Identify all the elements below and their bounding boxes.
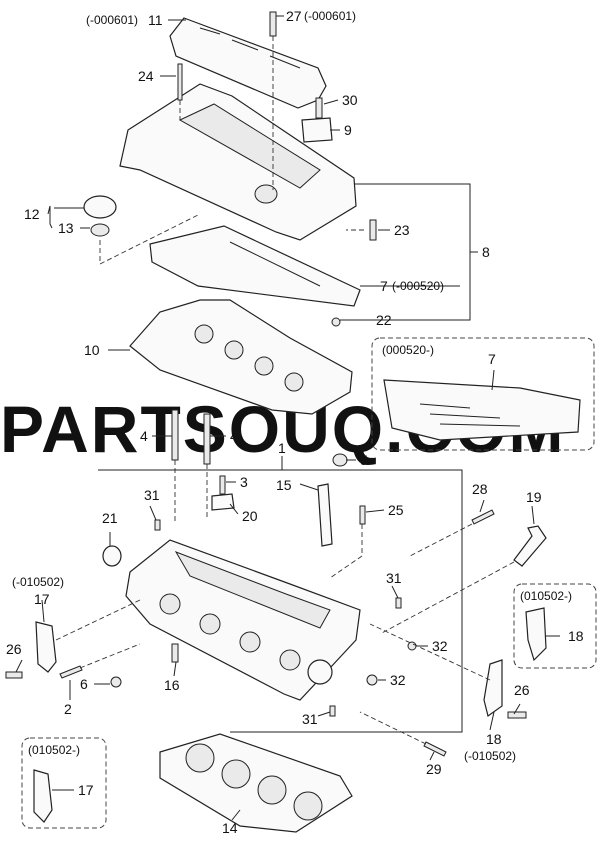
label-17-new: 17 bbox=[78, 782, 94, 798]
label-32-bottom: 32 bbox=[390, 672, 406, 688]
label-26-left: 26 bbox=[6, 641, 22, 657]
head-gasket bbox=[159, 733, 353, 833]
label-5: 5 bbox=[360, 452, 368, 468]
label-20: 20 bbox=[242, 508, 258, 524]
bolt-31-top bbox=[154, 519, 161, 531]
bolt-16 bbox=[171, 643, 179, 663]
note-11: (-000601) bbox=[86, 13, 138, 27]
camshaft-area bbox=[174, 551, 331, 629]
note-box-18: (010502-) bbox=[520, 589, 572, 603]
bolt-25 bbox=[359, 505, 366, 525]
label-29: 29 bbox=[426, 761, 442, 777]
label-13: 13 bbox=[58, 220, 74, 236]
bolt-3 bbox=[219, 475, 226, 495]
seal-5 bbox=[332, 453, 348, 467]
label-19: 19 bbox=[526, 489, 542, 505]
label-31-right: 31 bbox=[386, 570, 402, 586]
label-11: 11 bbox=[148, 12, 163, 28]
label-28: 28 bbox=[472, 481, 488, 497]
variant-box-18 bbox=[513, 583, 597, 669]
bolt-27 bbox=[269, 11, 277, 37]
label-17: 17 bbox=[34, 591, 50, 607]
label-27: 27 bbox=[286, 8, 302, 24]
bracket-18-new bbox=[525, 607, 547, 662]
oil-filler-cap bbox=[83, 195, 117, 219]
label-31-bottom: 31 bbox=[302, 711, 318, 727]
label-12: 12 bbox=[24, 206, 40, 222]
label-4-right: 4 bbox=[230, 428, 238, 444]
note-box-17: (010502-) bbox=[28, 743, 80, 757]
label-6: 6 bbox=[80, 676, 88, 692]
bolt-24 bbox=[177, 63, 183, 101]
label-8: 8 bbox=[482, 244, 490, 260]
label-3: 3 bbox=[240, 474, 248, 490]
label-9: 9 bbox=[344, 122, 352, 138]
variant-box-17 bbox=[21, 737, 107, 829]
label-7-new: 7 bbox=[488, 351, 496, 367]
label-25: 25 bbox=[388, 502, 404, 518]
tube-15 bbox=[317, 483, 333, 547]
label-2: 2 bbox=[64, 701, 72, 717]
label-1: 1 bbox=[278, 440, 286, 456]
o-ring bbox=[90, 223, 110, 237]
stud-28 bbox=[471, 509, 495, 525]
note-27: (-000601) bbox=[304, 9, 356, 23]
note-7: (-000520) bbox=[392, 279, 444, 293]
nut-32-bottom bbox=[366, 674, 378, 686]
label-21: 21 bbox=[102, 510, 118, 526]
stud-29 bbox=[423, 741, 447, 757]
label-26-right: 26 bbox=[514, 682, 530, 698]
note-box-7: (000520-) bbox=[382, 343, 434, 357]
port-outlet bbox=[307, 659, 333, 685]
bracket-18 bbox=[483, 659, 503, 718]
note-18: (-010502) bbox=[464, 749, 516, 763]
cover-gasket bbox=[149, 225, 361, 307]
cover-recess bbox=[178, 103, 321, 189]
label-31-top: 31 bbox=[144, 487, 160, 503]
bracket-17-new bbox=[33, 769, 53, 823]
bracket-20 bbox=[211, 493, 235, 511]
plug-21 bbox=[102, 545, 122, 567]
label-4-left: 4 bbox=[140, 428, 148, 444]
label-7: 7 bbox=[380, 278, 388, 294]
bolt-23 bbox=[369, 219, 377, 241]
label-32-top: 32 bbox=[432, 638, 448, 654]
bolt-26-left bbox=[5, 671, 23, 679]
clip-9 bbox=[301, 117, 333, 143]
cover-plate bbox=[169, 17, 327, 109]
bolt-26-right bbox=[507, 711, 527, 719]
nut-6 bbox=[110, 676, 122, 688]
oil-filler-hole bbox=[254, 184, 278, 204]
stud-2 bbox=[59, 665, 83, 679]
label-15: 15 bbox=[276, 477, 292, 493]
label-30: 30 bbox=[342, 92, 358, 108]
bracket-17 bbox=[35, 621, 57, 673]
cover-gasket-new bbox=[383, 379, 581, 441]
label-14: 14 bbox=[222, 820, 238, 836]
water-pipe-19 bbox=[513, 525, 547, 567]
label-10: 10 bbox=[84, 342, 100, 358]
label-24: 24 bbox=[138, 68, 154, 84]
label-23: 23 bbox=[394, 222, 410, 238]
bracket-1 bbox=[98, 469, 463, 733]
bracket-8 bbox=[342, 183, 471, 321]
bolt-31-bottom bbox=[329, 705, 336, 717]
label-18-new: 18 bbox=[568, 628, 584, 644]
variant-box-7 bbox=[371, 337, 595, 451]
note-17: (-010502) bbox=[12, 575, 64, 589]
head-bolt-right bbox=[203, 413, 211, 465]
label-18: 18 bbox=[486, 731, 502, 747]
bolt-31-right bbox=[395, 597, 402, 609]
bolt-30 bbox=[315, 97, 323, 119]
head-bolt-left bbox=[171, 409, 179, 461]
washer-22 bbox=[331, 317, 341, 327]
nut-32-top bbox=[407, 641, 417, 651]
label-22: 22 bbox=[376, 312, 392, 328]
label-16: 16 bbox=[164, 677, 180, 693]
rocker-cover bbox=[119, 83, 357, 241]
